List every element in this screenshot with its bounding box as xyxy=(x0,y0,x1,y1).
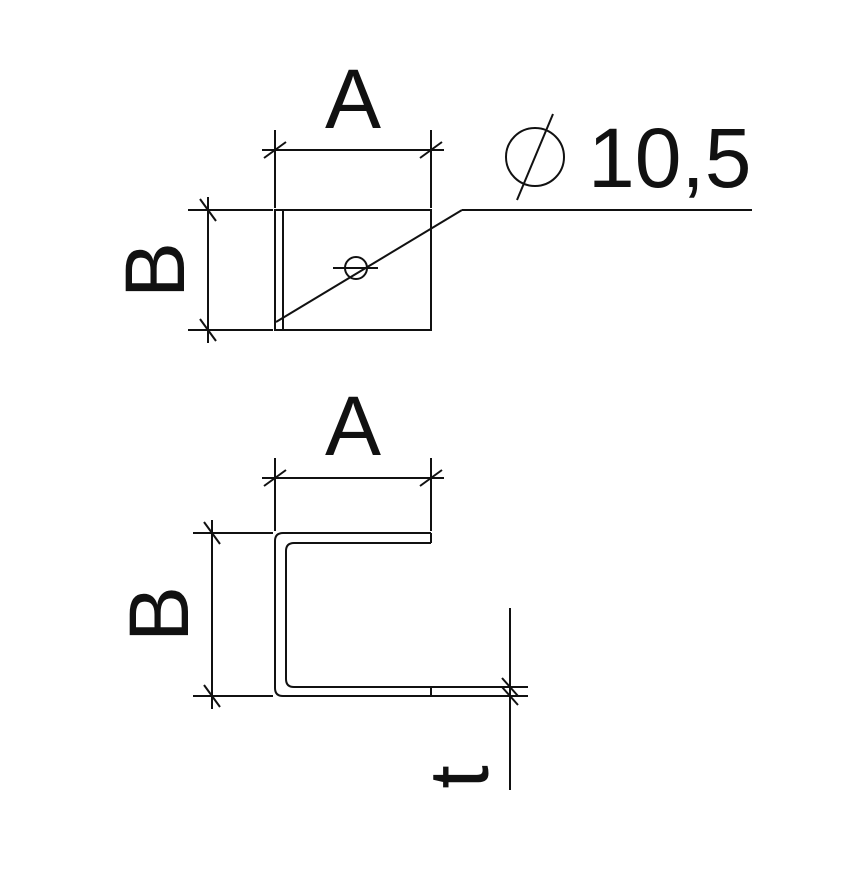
top-view: 10,5 A B xyxy=(108,52,752,343)
dimension-a-side-label: A xyxy=(325,379,381,473)
side-view: A B t xyxy=(112,379,528,790)
dimension-b-top-label: B xyxy=(108,242,202,298)
dimension-a-top xyxy=(262,130,444,208)
dimension-a-side xyxy=(262,458,444,531)
dimension-t xyxy=(501,608,528,790)
dimension-a-top-label: A xyxy=(325,52,381,146)
dimension-b-top xyxy=(188,197,273,343)
plate-outline xyxy=(274,209,432,331)
dimension-b-side xyxy=(193,520,273,709)
hole-diameter-label: 10,5 xyxy=(588,111,752,205)
diameter-leader xyxy=(275,209,463,323)
profile-inner xyxy=(285,542,507,688)
diameter-icon xyxy=(505,113,565,201)
dimension-t-label: t xyxy=(412,765,506,788)
dimension-b-side-label: B xyxy=(112,586,206,642)
profile-outer xyxy=(274,532,507,697)
